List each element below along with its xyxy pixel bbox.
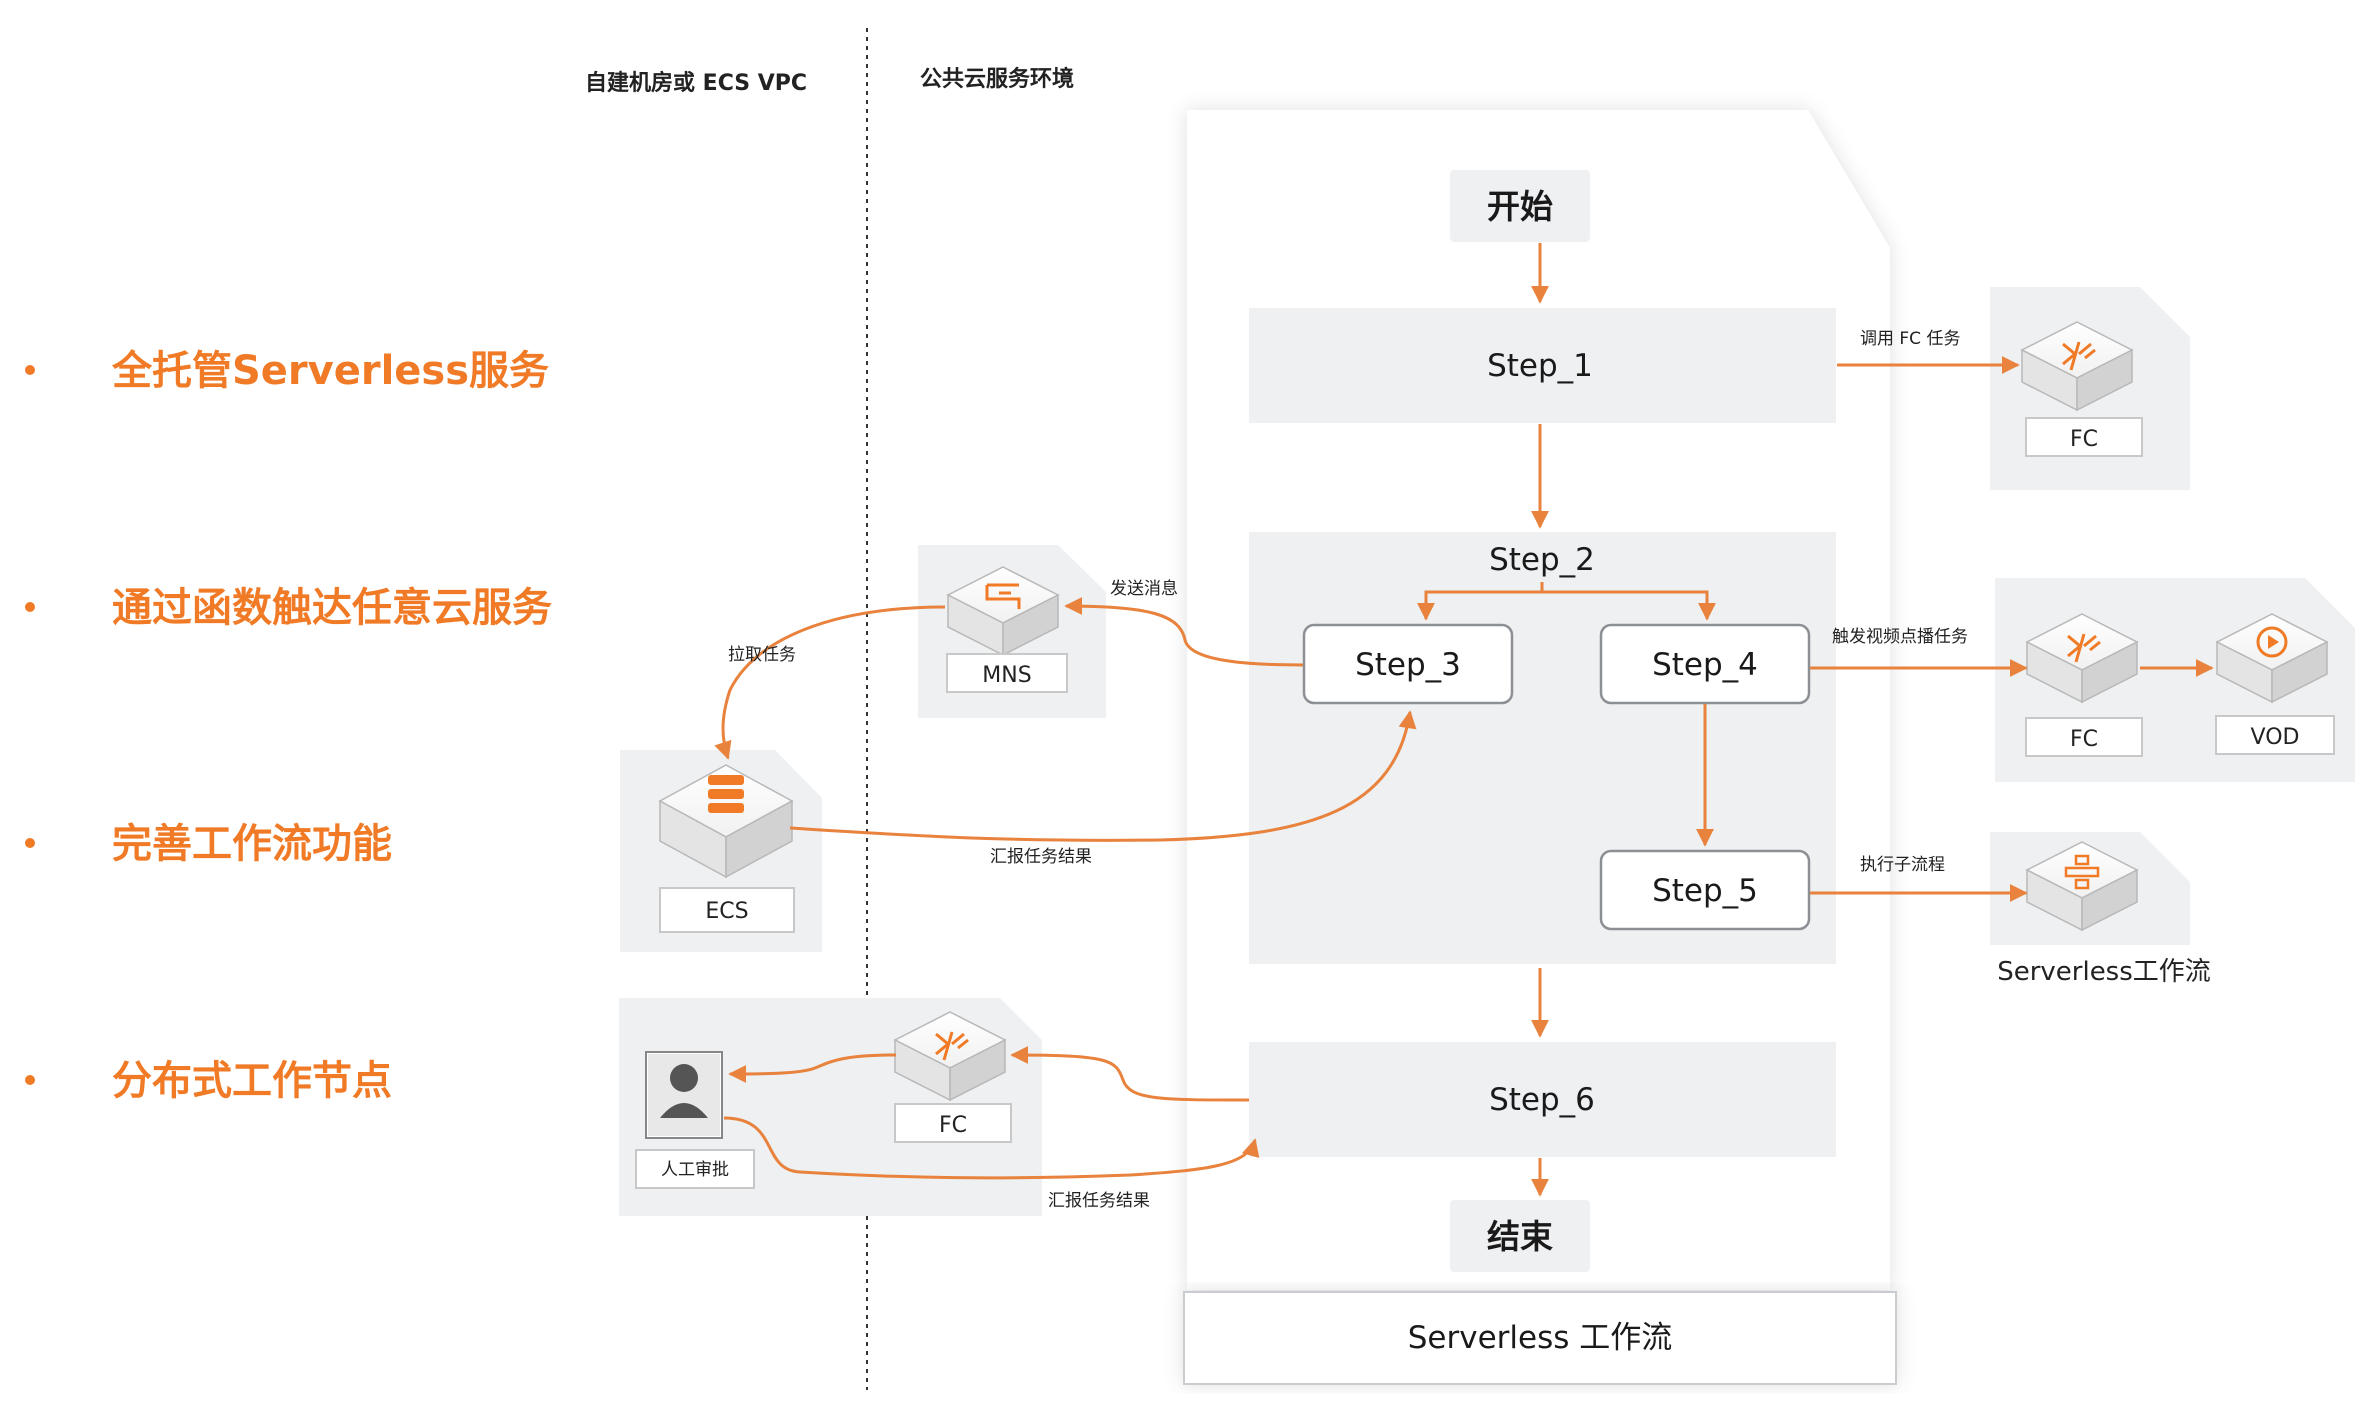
end-label: 结束	[1487, 1217, 1553, 1256]
function-compute-icon	[893, 1011, 1007, 1102]
external-edges	[714, 356, 2028, 1180]
feature-bullets: 全托管Serverless服务 通过函数触达任意云服务 完善工作流功能 分布式工…	[25, 348, 552, 1104]
step-4-node	[1599, 623, 1811, 705]
step-1-label: Step_1	[1487, 348, 1593, 384]
zone-right-title: 公共云服务环境	[920, 66, 1074, 92]
ecs-label: ECS	[705, 899, 748, 924]
function-compute-icon	[2025, 613, 2139, 704]
fc-service-panel-1: FC	[1990, 287, 2190, 490]
sub-workflow-panel: Serverless工作流	[1990, 832, 2211, 987]
end-node	[1450, 1200, 1590, 1272]
fc-label-3: FC	[939, 1113, 967, 1138]
bullet-dot	[25, 1075, 35, 1085]
message-queue-icon	[946, 566, 1060, 657]
workflow-footer-label: Serverless 工作流	[1408, 1320, 1673, 1356]
step-1-node	[1249, 308, 1836, 423]
step-4-label: Step_4	[1652, 647, 1758, 683]
edge-label-send-msg: 发送消息	[1110, 579, 1178, 599]
bullet-text: 通过函数触达任意云服务	[112, 585, 552, 631]
step-3-node	[1302, 623, 1514, 705]
start-label: 开始	[1487, 187, 1553, 226]
mns-service-panel: MNS	[918, 545, 1106, 718]
step-2-label: Step_2	[1489, 542, 1595, 578]
edge-label-exec-sub: 执行子流程	[1860, 855, 1945, 875]
server-icon	[658, 764, 794, 879]
bullet-dot	[25, 602, 35, 612]
mns-label: MNS	[982, 663, 1031, 688]
edge-label-pull-task: 拉取任务	[728, 645, 796, 665]
workflow-edges	[1417, 243, 1716, 1197]
workflow-footer	[1183, 1291, 1897, 1385]
bullet-dot	[25, 365, 35, 375]
zone-left-title: 自建机房或 ECS VPC	[585, 70, 807, 96]
edge-label-invoke-fc: 调用 FC 任务	[1860, 329, 1960, 349]
workflow-icon	[2025, 841, 2139, 932]
vod-icon	[2215, 613, 2329, 704]
vod-label: VOD	[2251, 725, 2300, 750]
edge-label-report-1: 汇报任务结果	[990, 847, 1092, 867]
human-approval-label: 人工审批	[661, 1160, 729, 1180]
step-6-node	[1249, 1042, 1836, 1157]
function-compute-icon	[2020, 321, 2134, 412]
bullet-text: 全托管Serverless服务	[111, 348, 549, 394]
bullet-text: 分布式工作节点	[112, 1058, 392, 1104]
edge-label-report-2: 汇报任务结果	[1048, 1191, 1150, 1211]
step-5-label: Step_5	[1652, 873, 1758, 909]
step-5-node	[1599, 849, 1811, 931]
ecs-service-panel: ECS	[620, 750, 822, 952]
human-approval-panel: 人工审批 FC	[619, 998, 1042, 1216]
start-node	[1450, 170, 1590, 242]
step-6-label: Step_6	[1489, 1082, 1595, 1118]
bullet-text: 完善工作流功能	[112, 821, 392, 867]
bullet-dot	[25, 838, 35, 848]
fc-label-2: FC	[2070, 727, 2098, 752]
step-3-label: Step_3	[1355, 647, 1461, 683]
fc-vod-service-panel: FC VOD	[1995, 578, 2355, 782]
fc-label-1: FC	[2070, 427, 2098, 452]
sub-workflow-label: Serverless工作流	[1997, 957, 2211, 987]
edge-label-trigger-vod: 触发视频点播任务	[1832, 627, 1968, 647]
